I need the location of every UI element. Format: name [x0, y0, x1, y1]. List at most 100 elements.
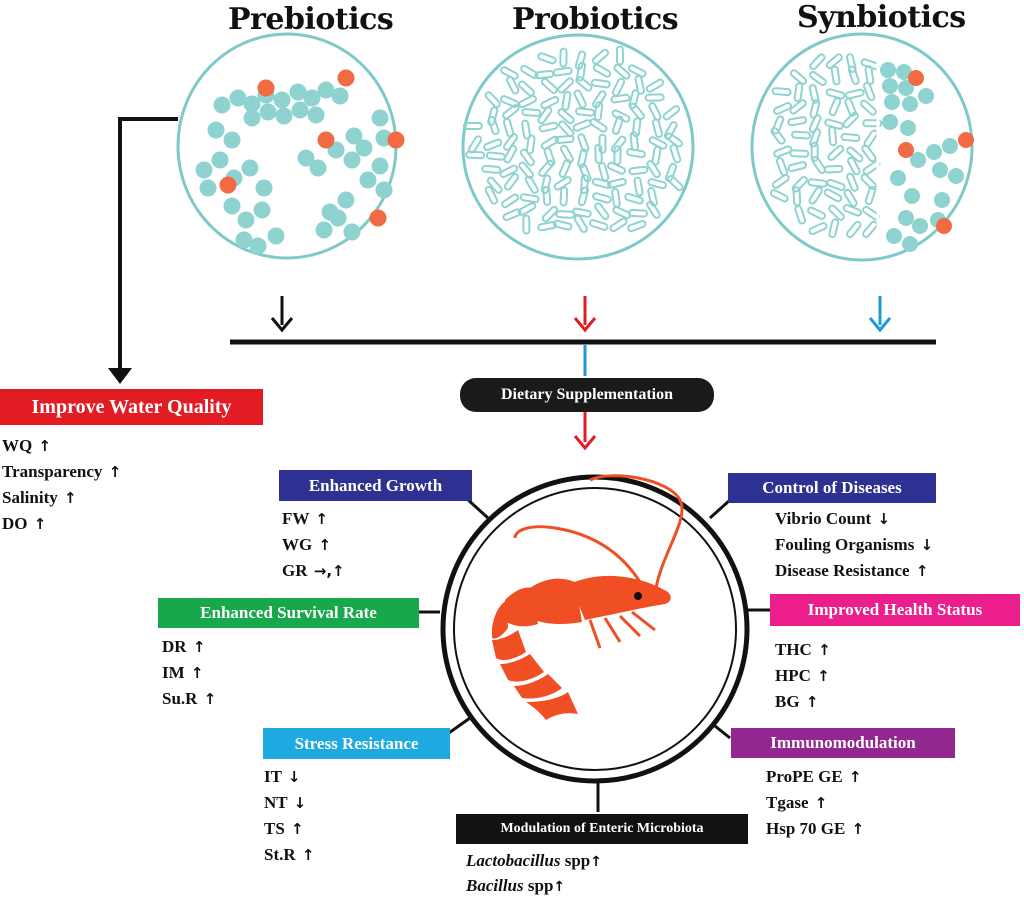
probiotic-bacterium [646, 200, 661, 219]
probiotic-bacterium [538, 121, 559, 133]
prebiotic-particle [321, 203, 339, 221]
probiotic-bacterium [561, 90, 572, 111]
prebiotic-particle [235, 231, 253, 249]
control-diseases-box: Control of Diseases [728, 473, 936, 503]
probiotic-bacterium [809, 53, 826, 71]
probiotic-bacterium [624, 192, 644, 205]
up-arrow-icon: ↑ [203, 690, 217, 708]
probiotic-bacterium [540, 135, 560, 150]
prebiotic-particle [309, 159, 327, 177]
prebiotic-particle [882, 114, 898, 130]
probiotic-bacterium [631, 117, 642, 138]
prebiotic-particle [902, 96, 918, 112]
synbiotics-circle [750, 32, 974, 262]
probiotic-bacterium [540, 77, 558, 94]
up-arrow-icon: ↑ [291, 820, 304, 838]
probiotic-bacterium [502, 133, 519, 151]
probiotic-bacterium [844, 97, 857, 117]
health-status-list: THC ↑HPC ↑BG ↑ [775, 637, 831, 715]
stress-resistance-list: IT ↓NT ↓TS ↑St.R ↑ [264, 764, 314, 868]
probiotic-bacterium [847, 65, 860, 86]
prebiotic-particle [375, 181, 393, 199]
prebiotic-particle-orange [936, 218, 952, 234]
immunomodulation-box: Immunomodulation [731, 728, 955, 758]
probiotic-bacterium [542, 185, 552, 206]
item-label: Fouling Organisms [775, 535, 915, 554]
probiotic-bacterium [667, 174, 684, 192]
down-arrow-icon: ↓ [293, 794, 307, 812]
probiotic-bacterium [662, 105, 681, 121]
prebiotic-particle [317, 81, 335, 99]
probiotic-bacterium [844, 88, 865, 100]
list-item: Tgase ↑ [766, 790, 864, 816]
prebiotic-particle [884, 94, 900, 110]
probiotic-bacterium [628, 89, 640, 109]
probiotic-bacterium [573, 89, 587, 109]
probiotic-bacterium [554, 134, 575, 144]
item-label: HPC [775, 666, 811, 685]
prebiotic-particle [898, 80, 914, 96]
up-arrow-icon: ↑ [805, 693, 819, 711]
probiotic-bacterium [559, 47, 568, 68]
probiotic-bacterium [521, 119, 531, 140]
probiotic-bacterium [519, 148, 535, 167]
list-item: Salinity ↑ [2, 485, 121, 511]
probiotic-bacterium [465, 150, 486, 160]
prebiotic-particle-orange [219, 176, 237, 194]
list-item: THC ↑ [775, 637, 831, 663]
probiotic-bacterium [808, 222, 828, 236]
probiotic-bacterium [828, 126, 838, 147]
prebiotic-particle [259, 103, 277, 121]
probiotic-bacterium [592, 90, 607, 109]
item-label: DO [2, 514, 28, 533]
probiotic-bacterium [770, 127, 786, 145]
item-label: Disease Resistance [775, 561, 910, 580]
probiotic-bacterium [607, 177, 627, 189]
prebiotic-particle [243, 95, 261, 113]
up-arrow-icon: ↑ [190, 664, 204, 682]
probiotic-bacterium [862, 220, 878, 238]
up-arrow-icon: ↑ [301, 846, 315, 864]
probiotic-bacterium [773, 145, 793, 158]
probiotic-bacterium [808, 84, 820, 104]
prebiotic-particle [932, 162, 948, 178]
prebiotic-particle [343, 223, 361, 241]
item-label: WQ [2, 436, 33, 455]
probiotic-bacterium [809, 99, 821, 119]
item-label: Hsp 70 GE [766, 819, 846, 838]
probiotic-bacterium [615, 45, 625, 66]
prebiotic-particle [213, 96, 231, 114]
probiotic-bacterium [808, 114, 822, 134]
prebiotic-particle [255, 179, 273, 197]
probiotic-bacterium [575, 75, 593, 92]
up-arrow-icon: ↑ [315, 510, 328, 528]
up-arrow-icon: ↑ [192, 638, 206, 656]
probiotic-bacterium [525, 134, 536, 155]
probiotic-bacterium [823, 188, 843, 203]
item-label: GR [282, 561, 308, 580]
probiotic-bacterium [846, 172, 859, 192]
probiotic-bacterium [633, 176, 644, 197]
probiotic-bacterium [771, 87, 792, 97]
list-item: Bacillus spp↑ [466, 874, 602, 899]
probiotic-bacterium [669, 143, 682, 164]
prebiotics-title: Prebiotics [228, 2, 394, 37]
probiotic-bacterium [791, 130, 811, 140]
probiotic-bacterium [629, 102, 645, 120]
probiotic-bacterium [628, 165, 649, 176]
probiotic-bacterium [787, 161, 808, 173]
probiotic-bacterium [809, 70, 827, 86]
prebiotic-particle [195, 161, 213, 179]
list-item: IT ↓ [264, 764, 314, 790]
prebiotic-particle [253, 201, 271, 219]
up-arrow-icon: ↑ [38, 437, 52, 455]
genus-label: Lactobacillus [466, 851, 561, 870]
prebiotic-particle [243, 109, 261, 127]
prebiotic-particle [207, 121, 225, 139]
probiotic-bacterium [627, 64, 647, 78]
survival-rate-box: Enhanced Survival Rate [158, 598, 419, 628]
prebiotic-particle [371, 157, 389, 175]
probiotic-bacterium [591, 48, 610, 65]
up-arrow-icon: ↑ [33, 515, 47, 533]
probiotic-bacterium [789, 69, 808, 85]
